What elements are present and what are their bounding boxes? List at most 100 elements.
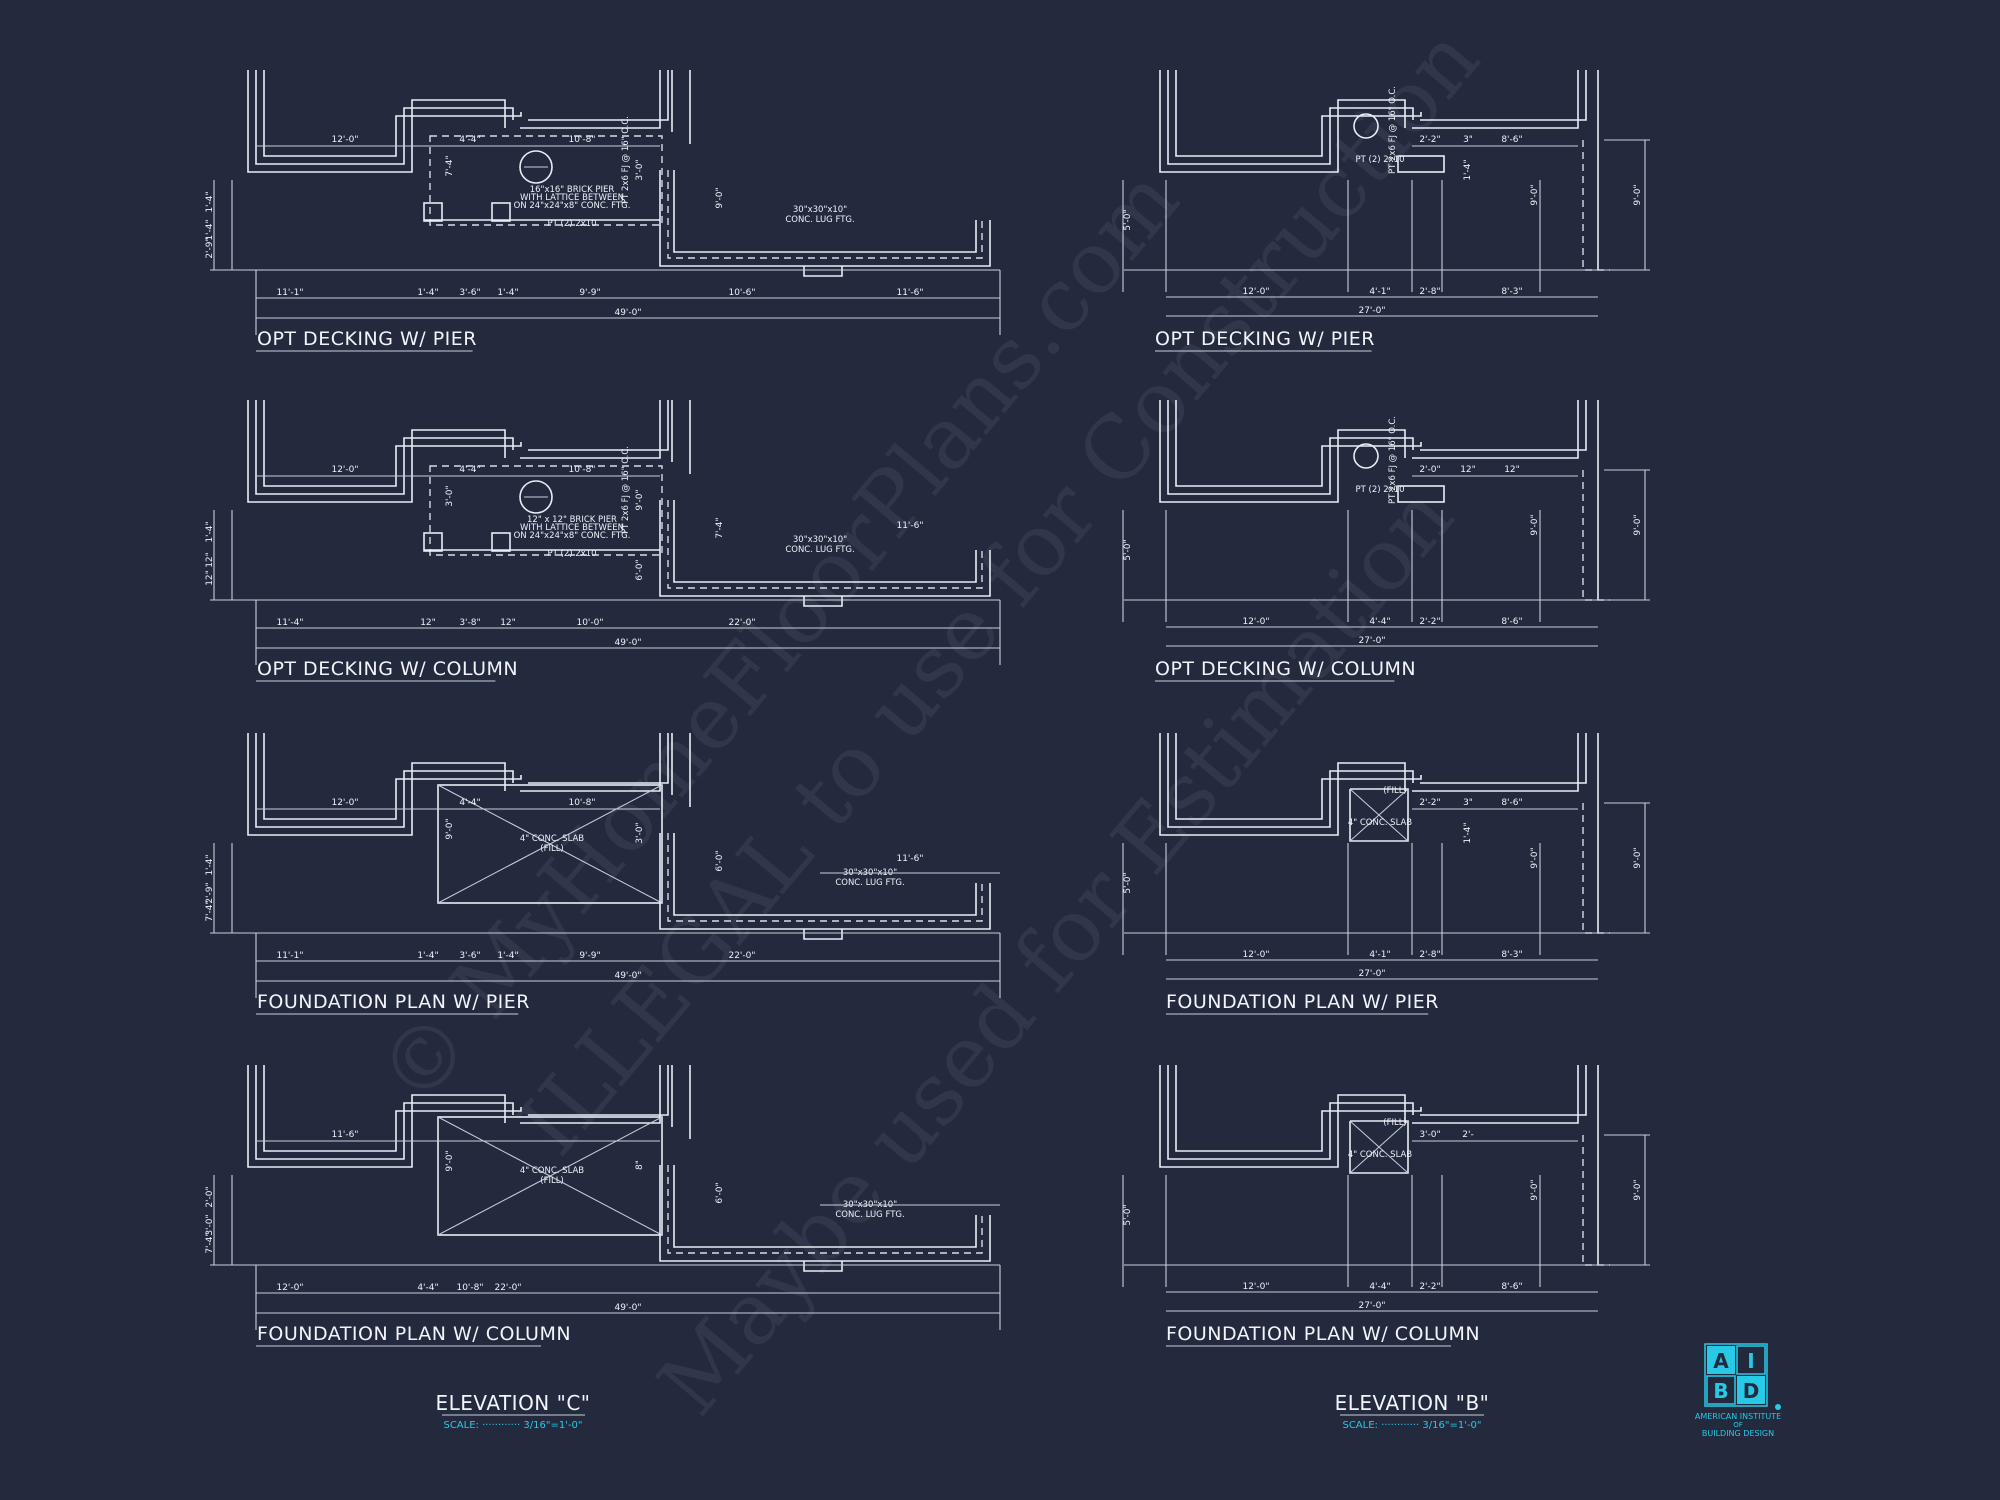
house-wall-left	[263, 1065, 522, 1152]
house-wall-left	[1167, 1065, 1414, 1160]
vert-dim-4: 9'-0"	[445, 818, 455, 839]
deck-outline	[429, 465, 663, 556]
plan-b-1: 12'-0"4'-1"2'-8"8'-3"27'-0"2'-2"3"8'-6"5…	[1122, 70, 1650, 352]
vert-dim-1: 5'-0"	[1123, 209, 1133, 230]
house-wall-right-dashed	[1582, 1135, 1610, 1266]
top-dim-1: 12'-0"	[331, 798, 358, 808]
bottom-dim-2: 4'-1"	[1369, 950, 1390, 960]
house-wall-top	[520, 1065, 661, 1124]
house-wall-top	[1420, 400, 1587, 451]
vert-dim-2: 9'-0"	[1530, 514, 1540, 535]
porch-wall	[659, 1165, 991, 1262]
house-wall-left	[247, 70, 506, 173]
top-dim-1: 2'-0"	[1419, 465, 1440, 475]
note-1: PT (2) 2x10	[1355, 485, 1404, 495]
bottom-dim-3: 2'-8"	[1419, 950, 1440, 960]
total-dim: 49'-0"	[614, 1303, 641, 1313]
note-4: CONC. LUG FTG.	[835, 878, 904, 888]
logo-tile-i	[1736, 1345, 1766, 1375]
slab-outline	[437, 1116, 663, 1236]
vert-dim-1: 5'-0"	[1123, 1204, 1133, 1225]
note-3: ON 24"x24"x8" CONC. FTG.	[514, 201, 631, 211]
vert-dim-4: 1'-4"	[1463, 159, 1473, 180]
house-wall-top	[1412, 70, 1579, 129]
pier-symbol	[1353, 113, 1379, 139]
pier-footing-right	[491, 532, 511, 552]
house-wall-left	[255, 733, 514, 828]
top-dim-1: 3'-0"	[1419, 1130, 1440, 1140]
bottom-dim-1: 12'-0"	[1242, 1282, 1269, 1292]
house-wall-left	[247, 400, 506, 503]
vert-dim-4: 9'-0"	[445, 1150, 455, 1171]
porch-wall	[659, 500, 991, 597]
top-dim-4: 11'-6"	[896, 854, 923, 864]
note-5: PT 2x6 FJ @ 16" O.C.	[621, 116, 631, 204]
slab-diagonal	[437, 1116, 663, 1236]
porch-wall	[673, 1165, 977, 1248]
vert-dim-7: 6'-0"	[635, 559, 645, 580]
logo-letter-d: D	[1743, 1379, 1760, 1403]
bottom-dim-5: 10'-0"	[576, 618, 603, 628]
bottom-dim-4: 1'-4"	[497, 288, 518, 298]
plan-title: FOUNDATION PLAN W/ COLUMN	[257, 1323, 571, 1345]
pier-symbol	[1353, 443, 1379, 469]
house-wall-right-dashed	[1582, 470, 1610, 601]
house-wall-top	[1412, 733, 1579, 792]
house-wall-top	[1412, 400, 1579, 459]
top-dim-3: 12"	[1504, 465, 1520, 475]
plan-c-2: 11'-4"12"3'-8"12"10'-0"22'-0"49'-0"12'-0…	[205, 400, 1001, 682]
total-dim: 27'-0"	[1358, 1301, 1385, 1311]
vert-dim-4: 3'-0"	[445, 485, 455, 506]
porch-wall	[673, 500, 977, 583]
house-wall-left	[263, 400, 522, 487]
porch-wall	[667, 170, 983, 259]
house-wall-top	[520, 733, 661, 792]
porch-wall	[667, 500, 983, 589]
porch-wall	[667, 1165, 983, 1254]
house-wall-left	[247, 733, 506, 836]
elevation-c-plans: 11'-1"1'-4"3'-6"1'-4"9'-9"10'-6"11'-6"49…	[205, 70, 1001, 1347]
top-dim-3: 8'-6"	[1501, 798, 1522, 808]
vert-dim-3: 9'-0"	[1633, 1179, 1643, 1200]
plan-title: OPT DECKING W/ COLUMN	[1155, 658, 1416, 680]
note-2: (FILL)	[540, 1176, 564, 1186]
top-dim-1: 11'-6"	[331, 1130, 358, 1140]
elevation-b-title: ELEVATION "B"	[1335, 1391, 1490, 1415]
logo-line-1: AMERICAN INSTITUTE	[1695, 1412, 1781, 1421]
bottom-dim-2: 4'-4"	[1369, 617, 1390, 627]
top-dim-2: 4'-4"	[459, 135, 480, 145]
bottom-dim-4: 1'-4"	[497, 951, 518, 961]
bottom-dim-3: 3'-6"	[459, 288, 480, 298]
top-dim-4: 11'-6"	[896, 521, 923, 531]
total-dim: 49'-0"	[614, 971, 641, 981]
vert-dim-6: 3'-0"	[635, 822, 645, 843]
note-2: (FILL)	[1383, 1118, 1407, 1128]
bottom-dim-2: 4'-4"	[1369, 1282, 1390, 1292]
house-wall-right-dashed	[1582, 803, 1610, 934]
logo-letter-a: A	[1713, 1349, 1729, 1373]
bottom-dim-3: 3'-8"	[459, 618, 480, 628]
vert-dim-2: 3'-0"	[205, 1214, 215, 1235]
house-wall-top	[528, 1065, 669, 1116]
top-dim-2: 4'-4"	[459, 798, 480, 808]
bottom-dim-4: 8'-3"	[1501, 287, 1522, 297]
house-wall-top	[520, 400, 661, 459]
top-dim-1: 12'-0"	[331, 135, 358, 145]
vert-dim-6: 8"	[635, 1160, 645, 1170]
house-wall-left	[1159, 1065, 1406, 1168]
slab-diagonal	[1349, 1120, 1409, 1174]
porch-wall	[667, 833, 983, 922]
house-wall-right-dashed	[1582, 140, 1610, 271]
logo-tile-b	[1706, 1375, 1736, 1405]
vert-dim-5: 6'-0"	[715, 850, 725, 871]
bottom-dim-3: 2'-2"	[1419, 1282, 1440, 1292]
plan-c-3: 11'-1"1'-4"3'-6"1'-4"9'-9"22'-0"49'-0"12…	[205, 733, 1001, 1015]
top-dim-3: 8'-6"	[1501, 135, 1522, 145]
vert-dim-6: 9'-0"	[635, 489, 645, 510]
plan-title: FOUNDATION PLAN W/ PIER	[1166, 991, 1439, 1013]
logo-tile-a	[1707, 1346, 1735, 1374]
house-wall-left	[255, 400, 514, 495]
elevation-c-title-block: ELEVATION "C" SCALE: ············ 3/16"=…	[436, 1391, 591, 1431]
vert-dim-3: 9'-0"	[1633, 847, 1643, 868]
vert-dim-1: 1'-4"	[205, 854, 215, 875]
